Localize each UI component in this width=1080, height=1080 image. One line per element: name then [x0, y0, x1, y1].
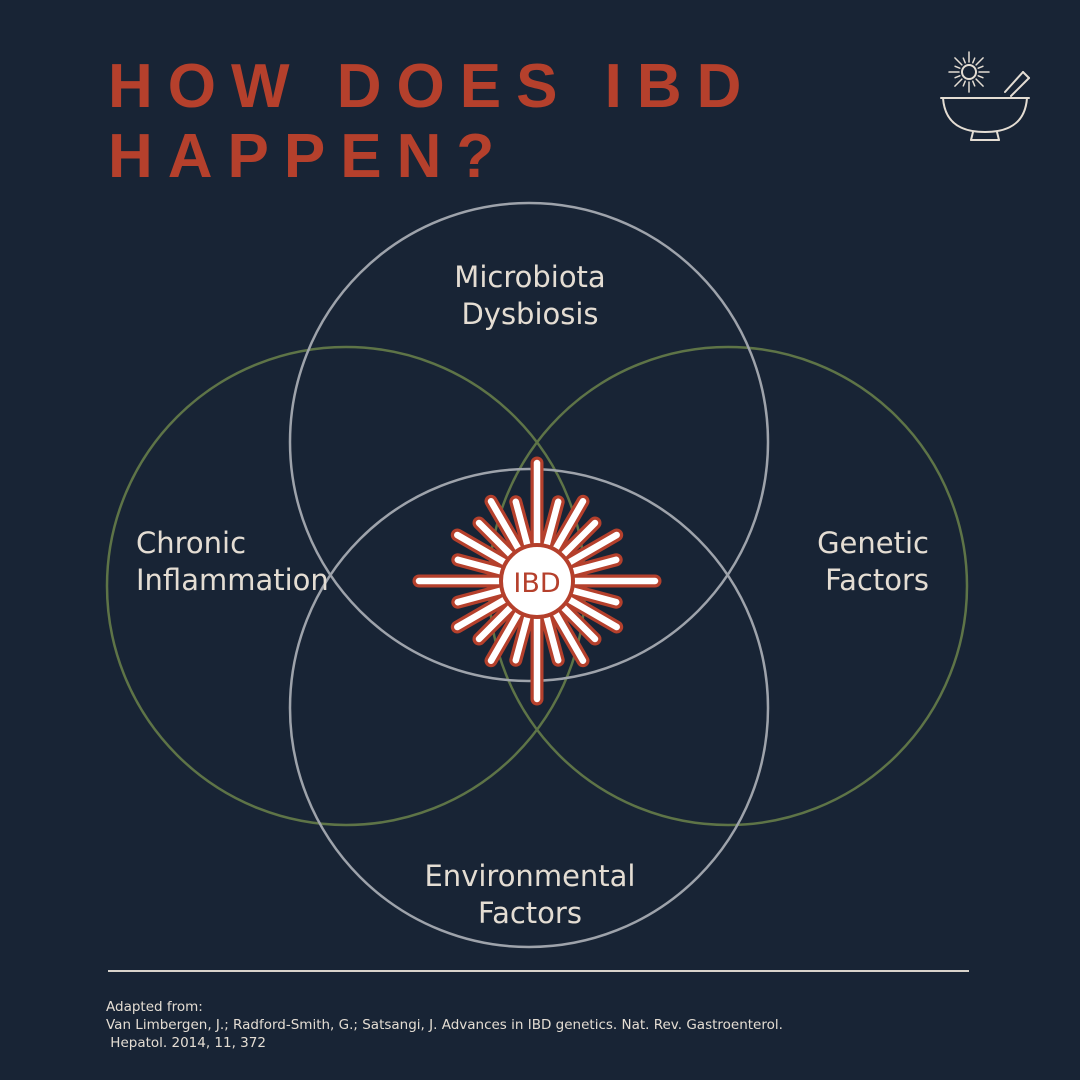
title-line-1: HOW DOES IBD: [108, 52, 757, 121]
citation-line: Adapted from:: [106, 999, 203, 1015]
logo-sun-ray: [954, 78, 963, 87]
citation-line: Hepatol. 2014, 11, 372: [106, 1035, 266, 1051]
logo-sun-ray: [954, 65, 961, 69]
label-line: Factors: [825, 563, 929, 597]
label-genetic-factors: Genetic Factors: [669, 525, 929, 599]
logo-sun-ray: [972, 80, 976, 87]
citation: Adapted from: Van Limbergen, J.; Radford…: [106, 998, 1006, 1052]
logo-sun-ray: [954, 75, 961, 79]
logo-sun-ray: [962, 80, 966, 87]
logo-sun-ray: [962, 57, 966, 64]
label-line: Factors: [478, 896, 582, 930]
label-microbiota-dysbiosis: Microbiota Dysbiosis: [330, 259, 730, 333]
label-line: Environmental: [424, 859, 636, 893]
logo-sun-ray: [977, 75, 984, 79]
label-line: Microbiota: [454, 260, 606, 294]
mortar-and-pestle-sun-icon: [940, 51, 1030, 141]
label-line: Genetic: [817, 526, 929, 560]
ibd-center-label: IBD: [513, 568, 560, 599]
logo-sun-ray: [954, 57, 963, 66]
title-line-2: HAPPEN?: [108, 122, 510, 191]
logo-sun-ray: [975, 78, 984, 87]
ibd-center-circle: [499, 543, 575, 619]
logo-sun-ray: [972, 57, 976, 64]
logo-sun-ray: [975, 57, 984, 66]
label-line: Dysbiosis: [461, 297, 599, 331]
venn-circle-microbiota-dysbiosis: [288, 201, 770, 683]
citation-line: Van Limbergen, J.; Radford-Smith, G.; Sa…: [106, 1017, 783, 1033]
venn-circle-environmental-factors: [288, 467, 770, 949]
label-environmental-factors: Environmental Factors: [330, 858, 730, 932]
page-title: HOW DOES IBD HAPPEN?: [108, 52, 756, 192]
logo-sun-ray: [977, 65, 984, 69]
divider: [108, 970, 969, 972]
label-line: Inflammation: [136, 563, 329, 597]
label-line: Chronic: [136, 526, 247, 560]
label-chronic-inflammation: Chronic Inflammation: [136, 525, 416, 599]
